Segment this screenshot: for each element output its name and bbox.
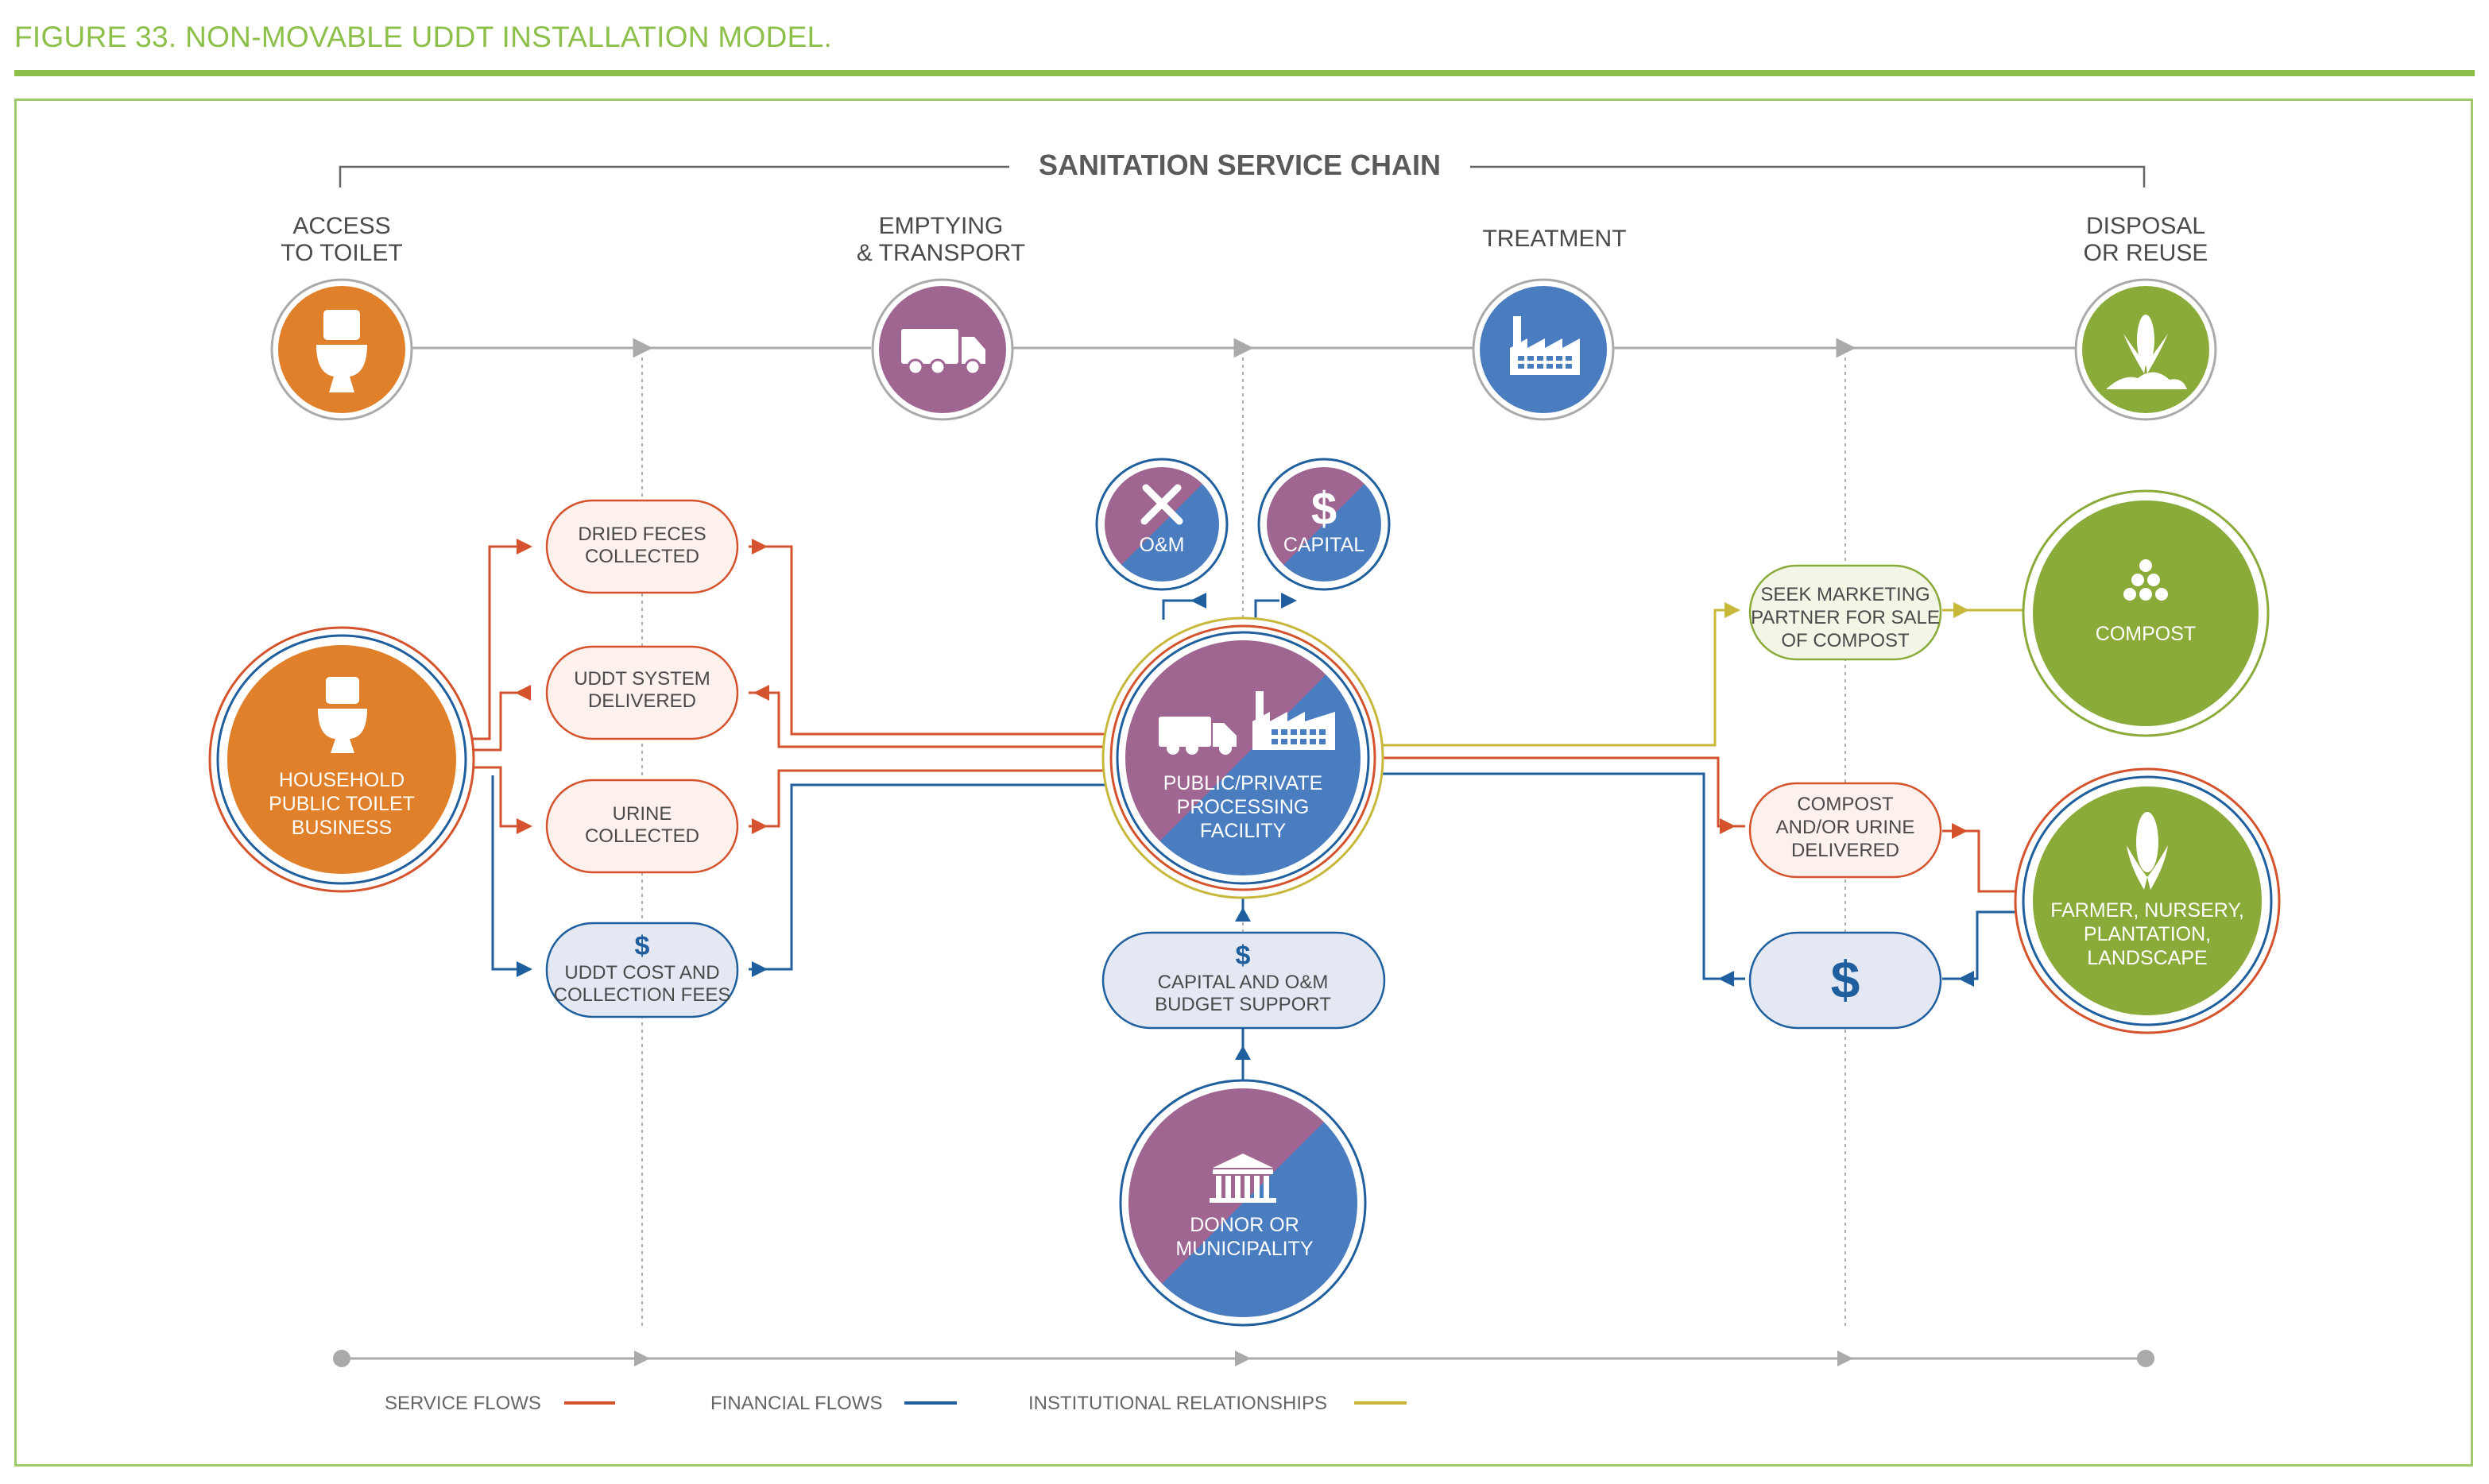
box-compost-delivered: COMPOST AND/OR URINE DELIVERED (1748, 782, 1942, 879)
stage-emptying-transport (871, 278, 1014, 421)
box-budget-support: $ CAPITAL AND O&M BUDGET SUPPORT (1101, 931, 1386, 1030)
toilet-icon (318, 677, 367, 753)
facility-node: PUBLIC/PRIVATE PROCESSING FACILITY (1101, 616, 1384, 899)
stage-label-line: TREATMENT (1482, 226, 1626, 252)
box-uddt-system: UDDT SYSTEM DELIVERED (545, 645, 739, 740)
box-seek-marketing: SEEK MARKETING PARTNER FOR SALE OF COMPO… (1748, 564, 1942, 661)
box-line: BUDGET SUPPORT (1155, 994, 1331, 1015)
legend-service-flows: SERVICE FLOWS (385, 1393, 615, 1414)
dollar-icon: $ (1311, 483, 1337, 535)
farmer-line: LANDSCAPE (2087, 947, 2207, 969)
box-line: COLLECTION FEES (554, 984, 731, 1006)
box-line: OF COMPOST (1781, 630, 1910, 651)
facility-line: FACILITY (1200, 820, 1287, 842)
box-line: PARTNER FOR SALE (1751, 607, 1940, 628)
box-line: DRIED FECES (578, 524, 706, 545)
legend-label: INSTITUTIONAL RELATIONSHIPS (1028, 1393, 1327, 1414)
legend-institutional: INSTITUTIONAL RELATIONSHIPS (1028, 1393, 1407, 1414)
capital-node: $ CAPITAL (1257, 458, 1391, 591)
box-line: DELIVERED (1791, 840, 1899, 861)
facility-line: PUBLIC/PRIVATE (1163, 772, 1323, 794)
farmer-node: FARMER, NURSERY, PLANTATION, LANDSCAPE (2014, 767, 2281, 1034)
corn-icon (2127, 812, 2168, 890)
stage-label-line: ACCESS (292, 213, 390, 239)
corn-plant-icon (2106, 315, 2187, 389)
service-arrows (515, 539, 1968, 839)
stage-label-line: & TRANSPORT (857, 240, 1025, 266)
truck-icon (901, 329, 985, 376)
box-urine: URINE COLLECTED (545, 779, 739, 874)
box-line: COMPOST (1797, 794, 1894, 815)
government-building-icon (1210, 1154, 1276, 1203)
factory-icon (1510, 316, 1580, 375)
stage-connector (412, 338, 2076, 358)
title-rule (14, 70, 2475, 76)
factory-icon (1252, 691, 1335, 750)
donor-line: MUNICIPALITY (1175, 1238, 1313, 1260)
stage-label-line: DISPOSAL (2086, 213, 2205, 239)
stage-label-line: TO TOILET (281, 240, 402, 266)
legend: SERVICE FLOWS FINANCIAL FLOWS INSTITUTIO… (385, 1393, 1407, 1414)
compost-label: COMPOST (2096, 623, 2196, 645)
capital-label: CAPITAL (1283, 534, 1364, 556)
legend-label: FINANCIAL FLOWS (710, 1393, 882, 1414)
household-line: BUSINESS (292, 817, 392, 839)
box-dried-feces: DRIED FECES COLLECTED (545, 499, 739, 594)
box-line: UDDT SYSTEM (574, 668, 710, 690)
stage-label-line: OR REUSE (2084, 240, 2208, 266)
dollar-icon: $ (1236, 941, 1251, 971)
box-payment: $ (1748, 931, 1942, 1030)
household-node: HOUSEHOLD PUBLIC TOILET BUSINESS (208, 626, 475, 893)
stage-label-access: ACCESS TO TOILET (281, 213, 402, 266)
financial-arrows (517, 593, 1974, 1060)
box-line: UDDT COST AND (564, 962, 719, 984)
box-line: URINE (613, 803, 672, 825)
stage-disposal-reuse (2074, 278, 2217, 421)
stage-label-disposal: DISPOSAL OR REUSE (2084, 213, 2208, 266)
bottom-timeline (333, 1350, 2154, 1367)
om-label: O&M (1140, 534, 1185, 556)
donor-node: DONOR OR MUNICIPALITY (1119, 1079, 1367, 1327)
compost-pile-icon (2123, 559, 2168, 601)
stage-access-toilet (270, 278, 413, 421)
om-node: O&M (1095, 458, 1229, 591)
box-uddt-cost: $ UDDT COST AND COLLECTION FEES (545, 922, 739, 1018)
dollar-icon: $ (635, 931, 650, 961)
toilet-icon (316, 310, 367, 392)
chain-title: SANITATION SERVICE CHAIN (1039, 149, 1441, 181)
figure-title: FIGURE 33. NON-MOVABLE UDDT INSTALLATION… (14, 21, 833, 53)
farmer-line: PLANTATION, (2084, 923, 2211, 945)
institutional-arrows (1724, 602, 1969, 618)
stage-treatment (1472, 278, 1615, 421)
box-line: AND/OR URINE (1776, 817, 1915, 838)
compost-node: COMPOST (2022, 489, 2270, 737)
stage-label-emptying: EMPTYING & TRANSPORT (857, 213, 1025, 266)
dollar-icon: $ (1831, 950, 1860, 1009)
box-line: SEEK MARKETING (1760, 584, 1930, 605)
household-line: HOUSEHOLD (279, 769, 405, 791)
facility-line: PROCESSING (1177, 796, 1310, 818)
chain-bracket (339, 165, 2146, 187)
box-line: COLLECTED (585, 825, 699, 847)
box-line: CAPITAL AND O&M (1158, 972, 1329, 993)
stage-label-line: EMPTYING (879, 213, 1004, 239)
box-line: COLLECTED (585, 546, 699, 567)
legend-financial-flows: FINANCIAL FLOWS (710, 1393, 957, 1414)
box-line: DELIVERED (588, 690, 696, 712)
figure-frame (14, 99, 2473, 1467)
household-line: PUBLIC TOILET (269, 793, 415, 815)
legend-label: SERVICE FLOWS (385, 1393, 541, 1414)
tools-icon (1140, 484, 1183, 525)
farmer-line: FARMER, NURSERY, (2050, 899, 2244, 922)
donor-line: DONOR OR (1190, 1214, 1299, 1236)
truck-icon (1159, 717, 1237, 755)
stage-label-treatment: TREATMENT (1482, 226, 1626, 252)
